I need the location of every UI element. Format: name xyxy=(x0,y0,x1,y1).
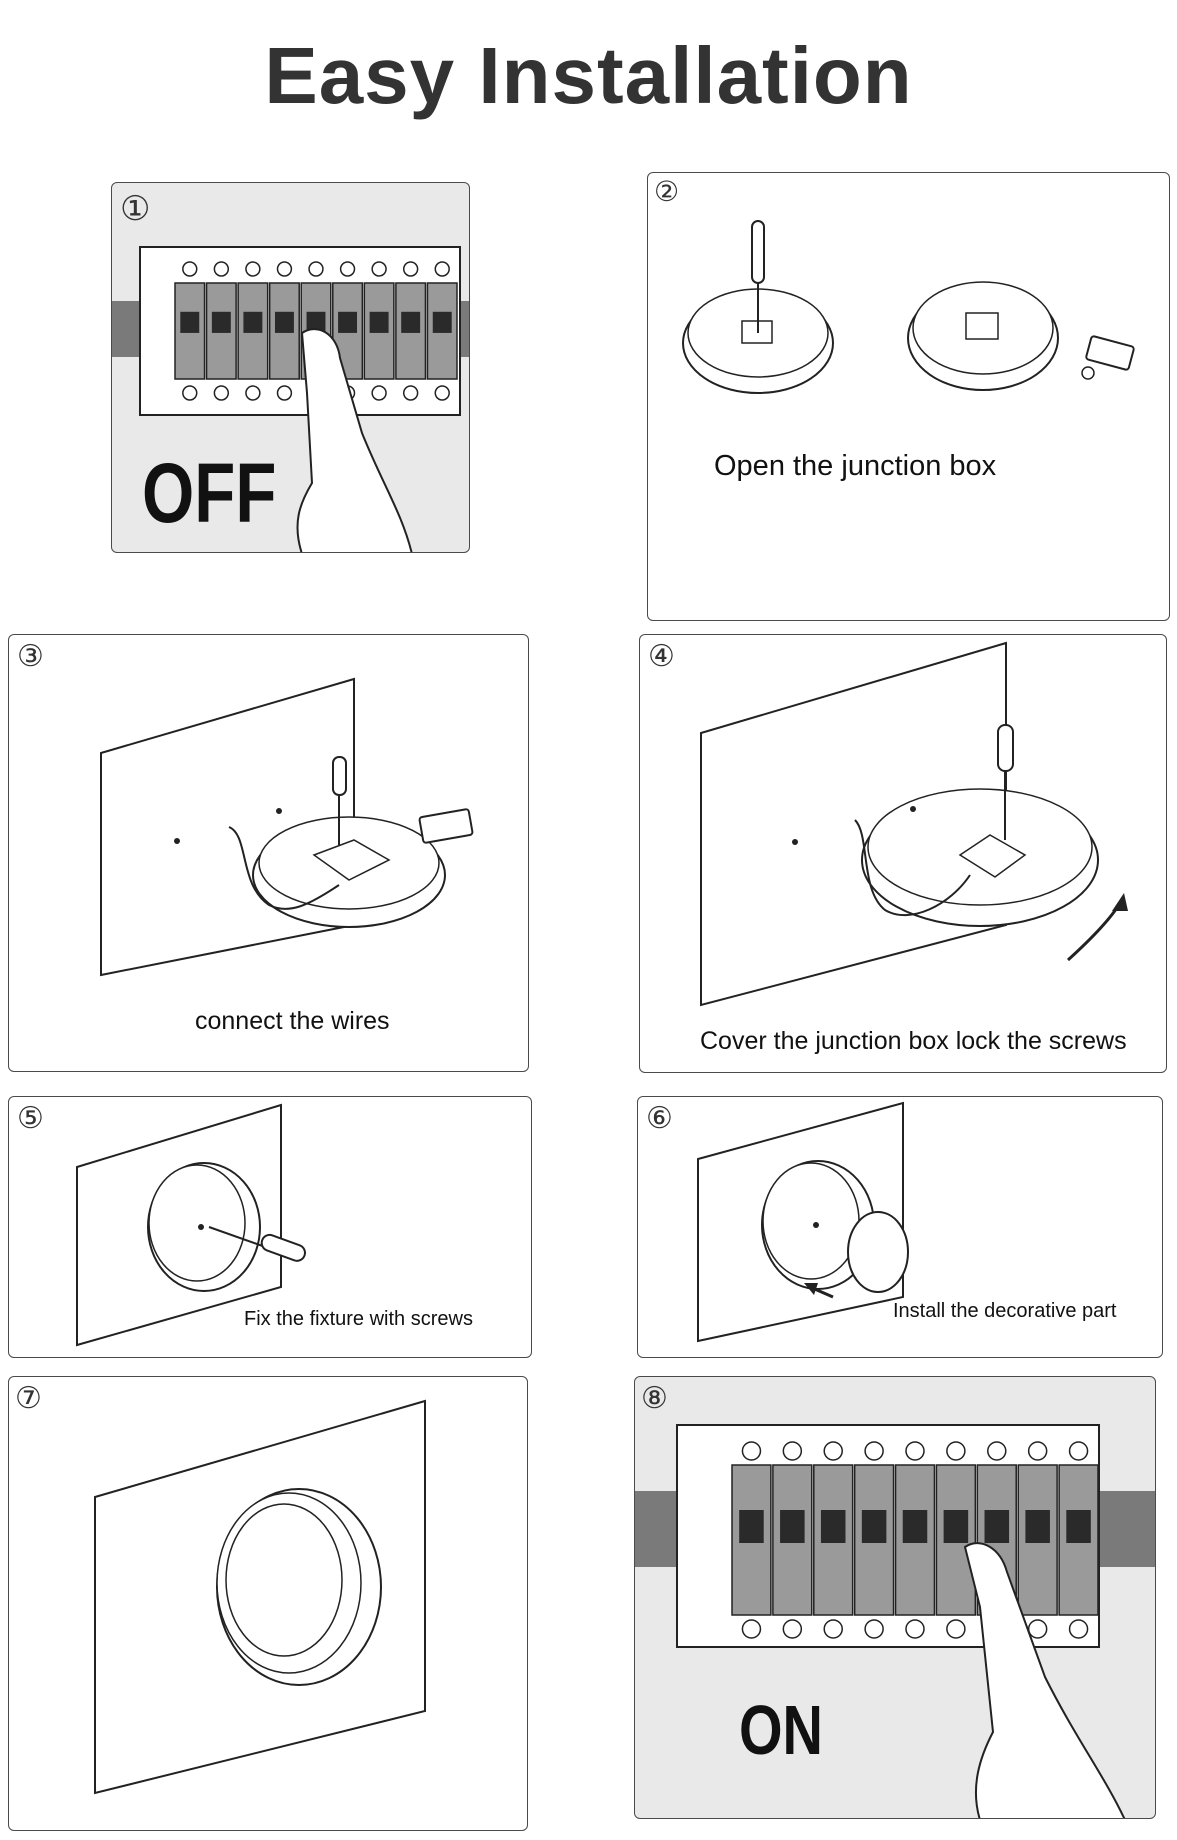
step-6-panel: ⑥ Install the decorative part xyxy=(637,1096,1163,1358)
connect-wires-illustration xyxy=(100,677,474,977)
step-7-panel: ⑦ xyxy=(8,1376,528,1831)
open-junction-box-illustration xyxy=(682,220,1135,394)
step-4-panel: ④ Cover the junction box lock the screws xyxy=(639,634,1167,1073)
breaker-on-illustration xyxy=(635,1424,1155,1818)
step-number: ⑧ xyxy=(641,1381,668,1416)
fix-fixture-illustration xyxy=(76,1103,306,1347)
step-8-panel: ⑧ ON xyxy=(634,1376,1156,1819)
step-3-panel: ③ connect the wires xyxy=(8,634,529,1072)
step-caption: Cover the junction box lock the screws xyxy=(700,1027,1127,1055)
step-caption: Install the decorative part xyxy=(893,1300,1117,1322)
step-number: ⑥ xyxy=(646,1101,673,1136)
step-number: ⑦ xyxy=(15,1381,42,1416)
step-number: ③ xyxy=(17,639,44,674)
step-caption: connect the wires xyxy=(195,1007,390,1035)
breaker-off-illustration xyxy=(112,246,469,552)
cover-junction-box-illustration xyxy=(700,641,1128,1007)
installed-fixture-illustration xyxy=(94,1399,426,1795)
step-caption: Fix the fixture with screws xyxy=(244,1308,473,1330)
step-number: ② xyxy=(654,175,680,208)
off-label: OFF xyxy=(142,446,277,540)
step-1-panel: ① OFF xyxy=(111,182,470,553)
step-2-panel: ② Open the junction box xyxy=(647,172,1170,621)
decorative-part-illustration xyxy=(697,1101,909,1343)
step-number: ⑤ xyxy=(17,1101,44,1136)
page-title: Easy Installation xyxy=(264,31,913,120)
on-label: ON xyxy=(739,1691,823,1769)
step-number: ④ xyxy=(648,639,675,674)
step-number: ① xyxy=(120,189,151,229)
step-5-panel: ⑤ Fix the fixture with screws xyxy=(8,1096,532,1358)
step-caption: Open the junction box xyxy=(714,450,997,482)
